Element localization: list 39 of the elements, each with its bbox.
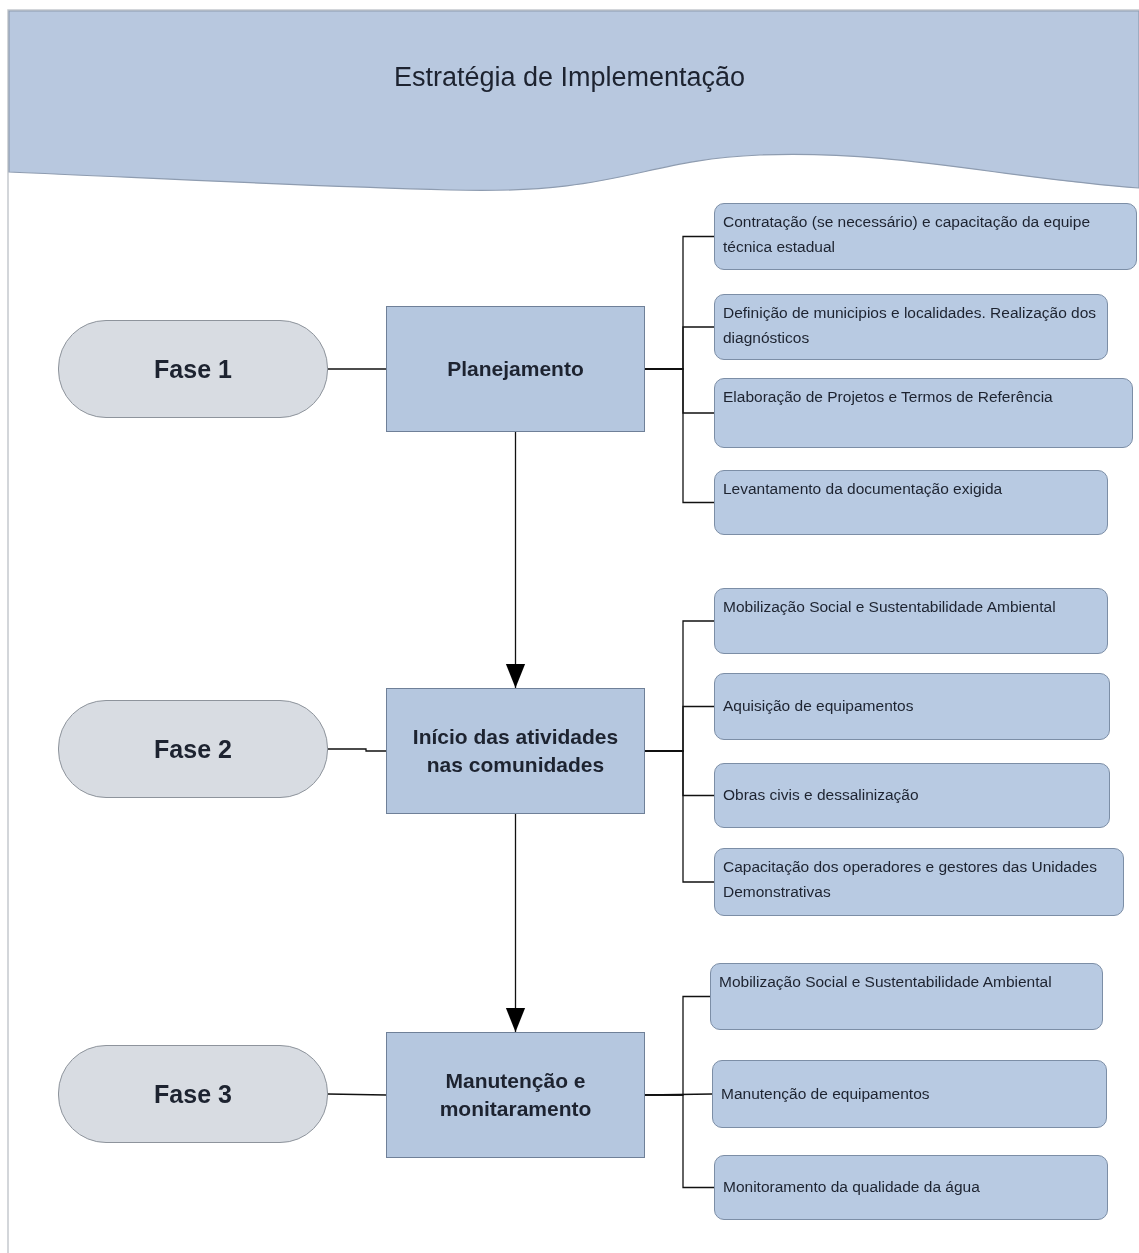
node-label: Aquisição de equipamentos <box>723 696 914 717</box>
task-box <box>710 963 1103 1030</box>
node-label: Monitoramento da qualidade da água <box>723 1177 980 1198</box>
diagram-title: Estratégia de Implementação <box>392 62 747 93</box>
node-label: Manutenção e monitaramento <box>438 1067 593 1122</box>
node-label: Início das atividades nas comunidades <box>411 723 620 778</box>
task-box <box>714 848 1124 916</box>
connector-line <box>644 1094 715 1189</box>
task-box <box>714 378 1133 448</box>
node-label: Capacitação dos operadores e gestores das Unidades Demonstrativas <box>723 857 1098 902</box>
arrow <box>505 431 526 689</box>
node-label: Levantamento da documentação exigida <box>723 479 1003 499</box>
node-label: Fase 2 <box>154 734 232 764</box>
task-box <box>714 294 1108 360</box>
node-label: Mobilização Social e Sustentabilidade Ambiental <box>719 972 1052 992</box>
task-box <box>714 470 1108 535</box>
node-label: Definição de municipios e localidades. Realização dos diagnósticos <box>723 303 1098 348</box>
task-box <box>714 1155 1108 1220</box>
connector-line <box>327 368 387 370</box>
task-box <box>714 203 1137 270</box>
connector-line <box>327 748 387 752</box>
connector-line <box>644 368 715 504</box>
connector-line <box>327 1093 387 1096</box>
node-label: Mobilização Social e Sustentabilidade Ambiental <box>723 597 1056 617</box>
task-box <box>714 673 1110 740</box>
stage-box <box>386 1032 645 1158</box>
task-box <box>714 588 1108 654</box>
node-label: Obras civis e dessalinização <box>723 785 919 806</box>
node-label: Contratação (se necessário) e capacitação da equipe técnica estadual <box>723 212 1092 257</box>
node-label: Planejamento <box>446 355 585 382</box>
task-box <box>714 763 1110 828</box>
stage-box <box>386 306 645 432</box>
arrow <box>505 813 526 1033</box>
stage-box <box>386 688 645 814</box>
node-label: Fase 3 <box>154 1079 232 1109</box>
task-box <box>712 1060 1107 1128</box>
node-label: Manutenção de equipamentos <box>721 1083 930 1104</box>
node-label: Fase 1 <box>154 354 232 384</box>
node-label: Elaboração de Projetos e Termos de Referência <box>723 387 1053 407</box>
